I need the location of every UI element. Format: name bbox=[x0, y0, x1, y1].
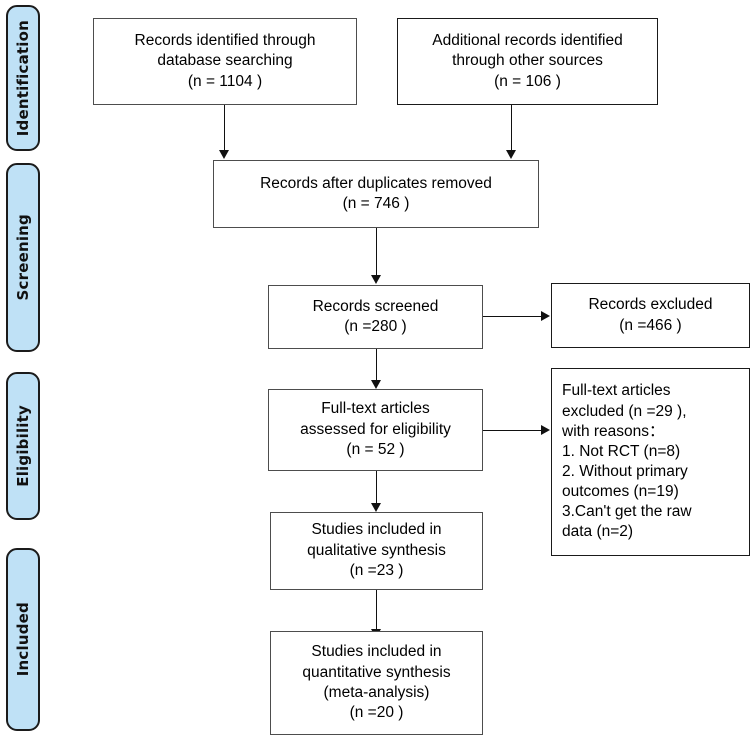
connector-screened-to-excluded bbox=[483, 316, 542, 317]
arrowhead-screened-to-excluded bbox=[541, 311, 550, 321]
box-records-after-duplicates-removed: Records after duplicates removed (n = 74… bbox=[213, 160, 539, 228]
arrowhead-screened-to-fulltext bbox=[371, 380, 381, 389]
connector-qualitative-to-quantitative bbox=[376, 590, 377, 631]
box-records-identified-database-text: Records identified through database sear… bbox=[134, 31, 316, 90]
stage-pill-included: Included bbox=[6, 548, 40, 731]
box-records-after-duplicates-removed-text: Records after duplicates removed (n = 74… bbox=[260, 174, 492, 212]
box-full-text-articles-excluded-text: Full-text articles excluded (n =29 ), wi… bbox=[562, 382, 692, 541]
stage-pill-identification: Identification bbox=[6, 5, 40, 151]
arrowhead-additional-to-duplicates bbox=[506, 150, 516, 159]
stage-label-included: Included bbox=[14, 602, 32, 677]
connector-fulltext-to-qualitative bbox=[376, 471, 377, 505]
arrowhead-fulltext-to-excluded-reasons bbox=[541, 425, 550, 435]
box-studies-included-qualitative-text: Studies included in qualitative synthesi… bbox=[307, 521, 446, 580]
stage-pill-screening: Screening bbox=[6, 163, 40, 352]
stage-label-screening: Screening bbox=[14, 214, 32, 301]
connector-screened-to-fulltext bbox=[376, 349, 377, 382]
box-additional-records-other-sources-text: Additional records identified through ot… bbox=[432, 31, 623, 90]
arrowhead-fulltext-to-qualitative bbox=[371, 503, 381, 512]
box-full-text-articles-assessed: Full-text articles assessed for eligibil… bbox=[268, 389, 483, 471]
connector-fulltext-to-excluded-reasons bbox=[483, 430, 542, 431]
connector-additional-to-duplicates bbox=[511, 105, 512, 152]
stage-label-eligibility: Eligibility bbox=[14, 405, 32, 487]
box-full-text-articles-excluded: Full-text articles excluded (n =29 ), wi… bbox=[551, 368, 750, 556]
connector-duplicates-to-screened bbox=[376, 228, 377, 276]
box-full-text-articles-assessed-text: Full-text articles assessed for eligibil… bbox=[300, 400, 451, 459]
connector-identified-to-duplicates bbox=[224, 105, 225, 152]
box-records-identified-database: Records identified through database sear… bbox=[93, 18, 357, 105]
box-records-excluded: Records excluded (n =466 ) bbox=[551, 283, 750, 348]
arrowhead-duplicates-to-screened bbox=[371, 275, 381, 284]
box-records-excluded-text: Records excluded (n =466 ) bbox=[588, 296, 713, 334]
box-records-screened: Records screened (n =280 ) bbox=[268, 285, 483, 349]
box-records-screened-text: Records screened (n =280 ) bbox=[312, 297, 439, 335]
stage-label-identification: Identification bbox=[14, 19, 32, 137]
stage-pill-eligibility: Eligibility bbox=[6, 372, 40, 520]
box-studies-included-quantitative-text: Studies included in quantitative synthes… bbox=[302, 643, 451, 722]
box-studies-included-quantitative: Studies included in quantitative synthes… bbox=[270, 631, 483, 735]
arrowhead-identified-to-duplicates bbox=[219, 150, 229, 159]
box-studies-included-qualitative: Studies included in qualitative synthesi… bbox=[270, 512, 483, 590]
box-additional-records-other-sources: Additional records identified through ot… bbox=[397, 18, 658, 105]
